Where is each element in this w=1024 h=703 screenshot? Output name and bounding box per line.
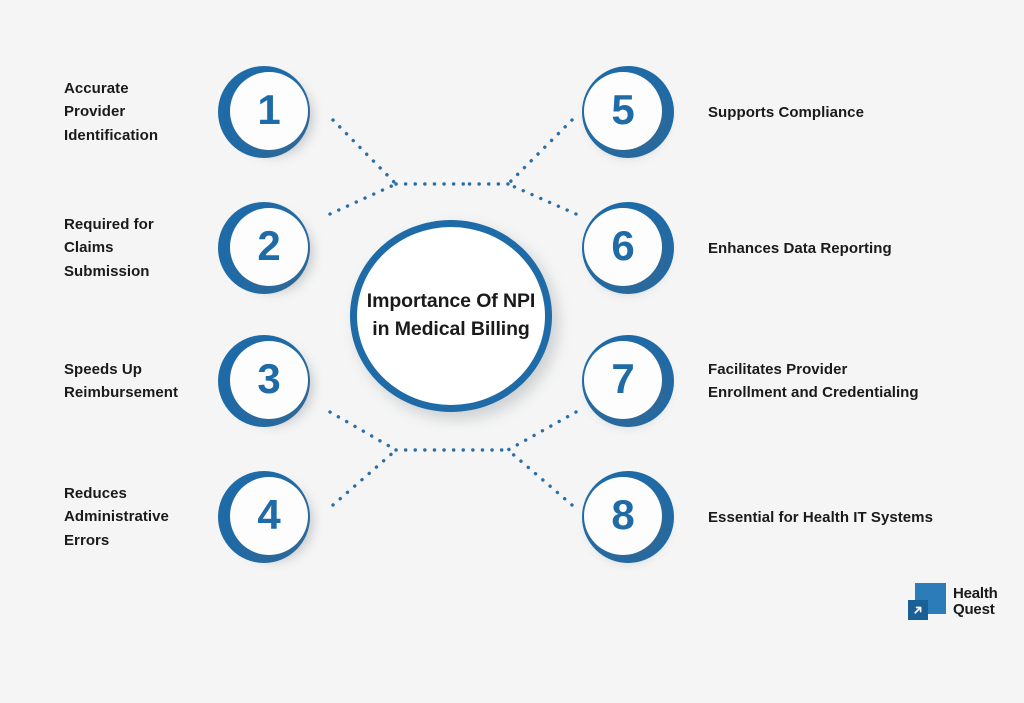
node-label-4: Reduces Administrative Errors xyxy=(64,485,169,549)
node-disc: 7 xyxy=(584,341,662,419)
node-disc: 3 xyxy=(230,341,308,419)
hub-title: Importance Of NPI in Medical Billing xyxy=(366,290,536,340)
arrow-up-right-icon xyxy=(914,606,922,614)
node-number: 4 xyxy=(257,491,281,538)
node-label-8: Essential for Health IT Systems xyxy=(708,508,933,526)
brand-logo[interactable]: Health Quest xyxy=(908,583,998,621)
node-circle-8[interactable]: 8 xyxy=(582,471,674,563)
node-label-7: Facilitates Provider Enrollment and Cred… xyxy=(708,360,919,401)
node-disc: 1 xyxy=(230,72,308,150)
node-disc: 8 xyxy=(584,477,662,555)
node-label-3: Speeds Up Reimbursement xyxy=(64,360,179,401)
node-number: 2 xyxy=(257,222,281,269)
connector-8 xyxy=(506,448,574,507)
node-disc: 5 xyxy=(584,72,662,150)
logo-wordmark: Health Quest xyxy=(953,584,998,618)
logo-square-small xyxy=(908,600,928,620)
logo-mark xyxy=(908,583,946,621)
node-number: 3 xyxy=(257,355,281,402)
node-circle-6[interactable]: 6 xyxy=(582,202,674,294)
connector-1 xyxy=(331,118,398,186)
connector-5 xyxy=(506,118,574,186)
node-circle-2[interactable]: 2 xyxy=(218,202,310,294)
node-label-6: Enhances Data Reporting xyxy=(708,239,892,257)
connector-7 xyxy=(506,410,578,452)
node-circle-1[interactable]: 1 xyxy=(218,66,310,158)
node-number: 1 xyxy=(257,86,281,133)
node-circle-7[interactable]: 7 xyxy=(582,335,674,427)
node-circle-3[interactable]: 3 xyxy=(218,335,310,427)
node-disc: 4 xyxy=(230,477,308,555)
connector-3 xyxy=(328,410,398,452)
node-label-5: Supports Compliance xyxy=(708,103,864,121)
node-label-1: Accurate Provider Identification xyxy=(64,80,159,144)
node-number: 5 xyxy=(611,86,635,133)
node-disc: 2 xyxy=(230,208,308,286)
node-number: 7 xyxy=(611,355,635,402)
node-label-2: Required for Claims Submission xyxy=(64,216,154,280)
node-number: 6 xyxy=(611,222,635,269)
connector-6 xyxy=(506,182,578,216)
connector-4 xyxy=(331,448,398,507)
node-circle-4[interactable]: 4 xyxy=(218,471,310,563)
connector-2 xyxy=(328,182,398,216)
node-disc: 6 xyxy=(584,208,662,286)
center-hub: Importance Of NPI in Medical Billing xyxy=(350,220,552,412)
node-number: 8 xyxy=(611,491,635,538)
node-circle-5[interactable]: 5 xyxy=(582,66,674,158)
